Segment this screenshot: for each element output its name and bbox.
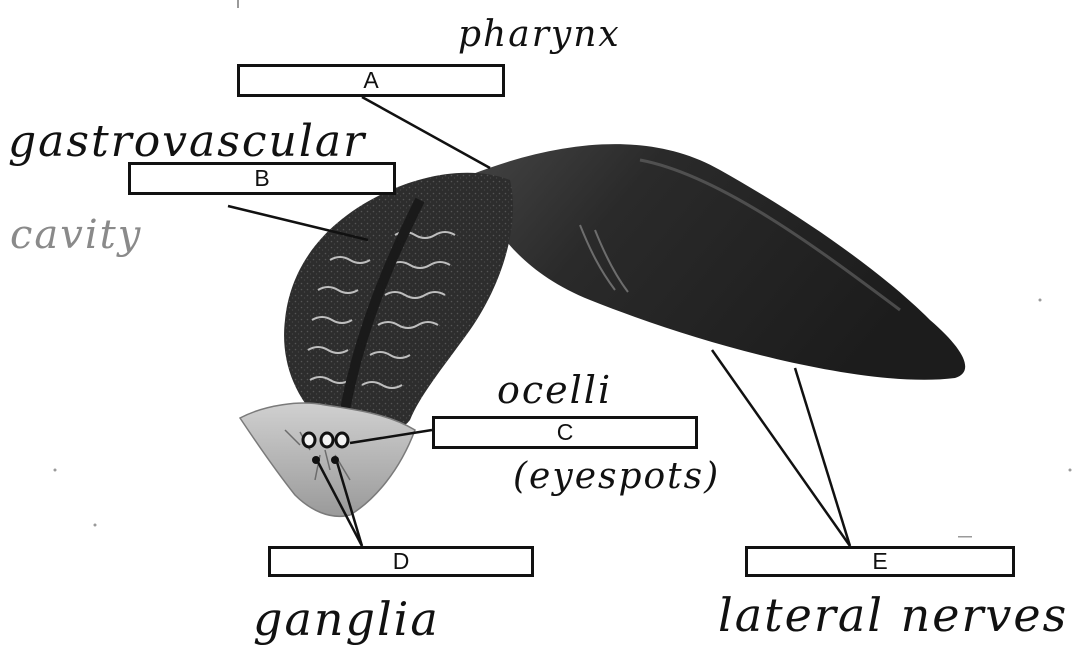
leader-line-e2 [795,368,850,546]
label-box-a: A [237,64,505,97]
handwritten-cavity: cavity [10,212,142,258]
handwritten-eyespots: (eyespots) [513,456,720,497]
handwritten-lateral-nerves: lateral nerves [718,588,1068,642]
leader-line-e1 [712,350,850,546]
handwritten-pharynx: pharynx [458,14,621,55]
leader-line-a [362,97,490,168]
label-box-e: E [745,546,1015,577]
planarian-posterior-body [470,144,965,380]
handwritten-ganglia: ganglia [253,592,440,646]
label-box-d: D [268,546,534,577]
handwritten-ocelli: ocelli [497,368,612,412]
planarian-anterior-body [284,173,513,438]
label-box-c: C [432,416,698,449]
ocelli-eyespots [303,433,348,447]
handwritten-gastrovascular: gastrovascular [8,116,366,167]
